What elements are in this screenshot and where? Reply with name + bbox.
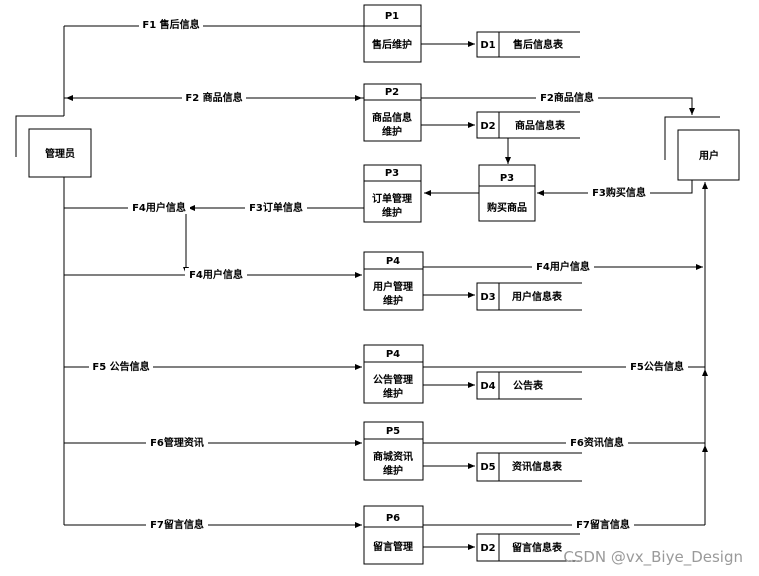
flow-label: F7留言信息 [576,518,630,531]
flow-label: F4用户信息 [536,260,590,273]
entity-admin: 管理员 [15,115,92,178]
process-id: P4 [386,256,400,267]
process-name: 维护 [383,294,403,307]
process-id: P3 [500,173,514,184]
store-id: D2 [480,543,495,554]
flow-label: F6资讯信息 [570,436,624,449]
process-p6: P6 留言管理 [363,505,424,565]
flow-label: F1 售后信息 [142,18,199,31]
process-name: 订单管理 [372,192,412,205]
flow-label: F4用户信息 [189,268,243,281]
process-id: P2 [385,87,399,98]
flow-label: F3购买信息 [592,186,646,199]
store-d4: D4 公告表 [476,371,582,400]
flow-label: F5公告信息 [630,360,684,373]
store-name: 商品信息表 [515,119,566,132]
flow-labels: F1 售后信息 F2 商品信息 F2商品信息 F3购买信息 F4用户信息 F3订… [89,18,688,531]
store-d1: D1 售后信息表 [476,31,580,58]
process-name: 公告管理 [373,373,413,386]
process-p3-buy: P3 购买商品 [478,164,536,222]
entity-user-label: 用户 [698,149,719,162]
flow-label: F2商品信息 [540,91,594,104]
process-id: P3 [385,168,399,179]
process-id: P1 [385,11,399,22]
entity-admin-label: 管理员 [45,147,75,160]
flow-label: F3订单信息 [249,201,303,214]
process-name: 商城资讯 [373,450,413,463]
process-name: 维护 [382,206,402,219]
process-name: 用户管理 [372,280,413,293]
store-id: D1 [480,40,495,51]
store-id: D3 [480,292,495,303]
process-name: 售后维护 [372,38,412,51]
store-d2-goods: D2 商品信息表 [476,111,580,139]
store-id: D5 [480,462,495,473]
process-p5: P5 商城资讯 维护 [363,421,424,481]
store-name: 用户信息表 [511,290,563,303]
store-name: 资讯信息表 [512,460,563,473]
process-name: 商品信息 [372,111,412,124]
entity-user: 用户 [664,116,740,181]
store-name: 留言信息表 [512,541,563,554]
store-name: 公告表 [513,379,544,392]
flow-label: F4用户信息 [132,201,186,214]
process-p3-order: P3 订单管理 维护 [363,164,422,223]
process-id: P5 [386,426,400,437]
store-name: 售后信息表 [513,38,564,51]
process-name: 维护 [383,464,403,477]
process-p2: P2 商品信息 维护 [363,83,422,142]
process-name: 留言管理 [373,540,413,553]
flow-label: F5 公告信息 [92,360,149,373]
flow-label: F6管理资讯 [150,436,204,449]
process-p4-user: P4 用户管理 维护 [363,251,424,311]
process-id: P4 [386,349,400,360]
store-d3: D3 用户信息表 [476,282,582,311]
flow-label: F7留言信息 [150,518,204,531]
store-d5: D5 资讯信息表 [476,452,582,482]
process-p1: P1 售后维护 [363,4,422,63]
flow-label: F2 商品信息 [185,91,242,104]
store-id: D2 [480,121,495,132]
process-p4-notice: P4 公告管理 维护 [363,344,424,404]
process-name: 维护 [383,387,403,400]
process-id: P6 [386,513,400,524]
watermark: CSDN @vx_Biye_Design [563,548,743,567]
process-name: 维护 [382,125,402,138]
flow-lines [63,25,708,550]
store-d2-message: D2 留言信息表 [476,533,580,562]
store-id: D4 [480,381,495,392]
process-name: 购买商品 [487,201,527,214]
